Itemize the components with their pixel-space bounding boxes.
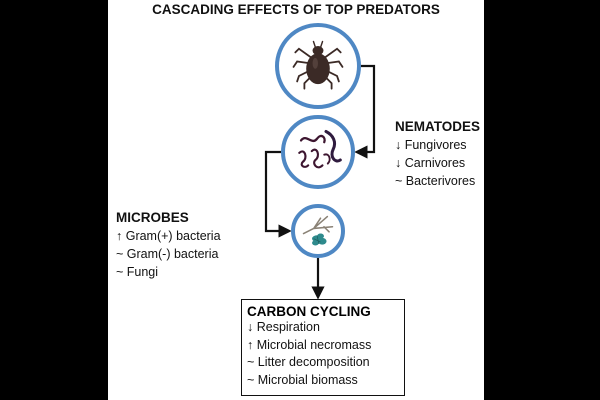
microbes-item: ~ Gram(-) bacteria: [116, 247, 219, 261]
carbon-item: ↓ Respiration: [247, 320, 320, 334]
microbes-circle: [291, 204, 345, 258]
arrow-nematodes-to-microbes: [264, 150, 292, 238]
microbes-heading: MICROBES: [116, 210, 189, 225]
microbes-item: ~ Fungi: [116, 265, 159, 279]
microbes-label: MICROBES ↑ Gram(+) bacteria ~ Gram(-) ba…: [116, 209, 221, 281]
nematodes-item: ↓ Fungivores: [395, 138, 467, 152]
nematodes-item: ~ Bacterivores: [395, 174, 476, 188]
nematodes-heading: NEMATODES: [395, 119, 481, 134]
diagram-canvas: CASCADING EFFECTS OF TOP PREDATORS: [108, 0, 484, 400]
nematode-worms-icon: [298, 129, 342, 169]
flow-connectors: [264, 64, 376, 300]
carbon-item: ~ Microbial biomass: [247, 372, 358, 387]
carbon-item: ↑ Microbial necromass: [247, 337, 372, 352]
carbon-item: ~ Litter decomposition: [247, 355, 370, 369]
nematodes-item: ↓ Carnivores: [395, 156, 466, 170]
predator-circle: [275, 23, 361, 109]
carbon-cycling-box: CARBON CYCLING ↓ Respiration ↑ Microbial…: [241, 299, 405, 396]
microbes-item: ↑ Gram(+) bacteria: [116, 229, 221, 243]
mite-icon: [292, 40, 344, 90]
carbon-heading: CARBON CYCLING: [247, 304, 371, 319]
diagram-title: CASCADING EFFECTS OF TOP PREDATORS: [152, 2, 440, 17]
nematodes-circle: [281, 115, 355, 189]
arrow-mite-to-nematodes: [354, 64, 376, 159]
nematodes-label: NEMATODES ↓ Fungivores ↓ Carnivores ~ Ba…: [395, 118, 480, 190]
fungal-hyphae-icon: [302, 215, 334, 246]
